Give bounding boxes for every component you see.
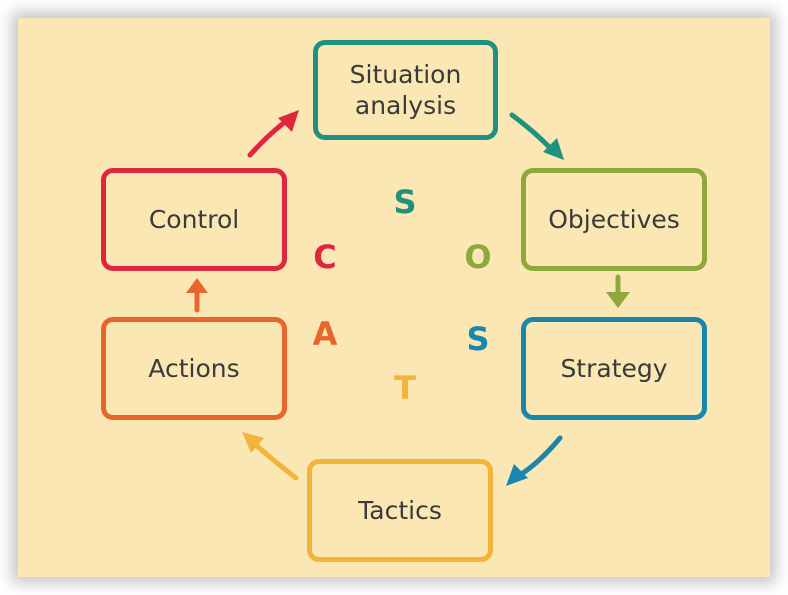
- acronym-letter-a: A: [312, 315, 338, 353]
- acronym-letter-o: O: [464, 238, 492, 276]
- stage-control: Control: [101, 168, 287, 271]
- stage-situation-analysis: Situation analysis: [313, 40, 498, 140]
- stage-actions: Actions: [101, 317, 287, 420]
- acronym-letter-c: C: [313, 238, 337, 276]
- acronym-letter-t: T: [394, 369, 416, 407]
- acronym-letter-s2: S: [466, 320, 490, 358]
- stage-objectives: Objectives: [521, 168, 707, 271]
- stage-tactics: Tactics: [307, 459, 493, 562]
- acronym-letter-s1: S: [393, 183, 417, 221]
- stage-strategy: Strategy: [521, 317, 707, 420]
